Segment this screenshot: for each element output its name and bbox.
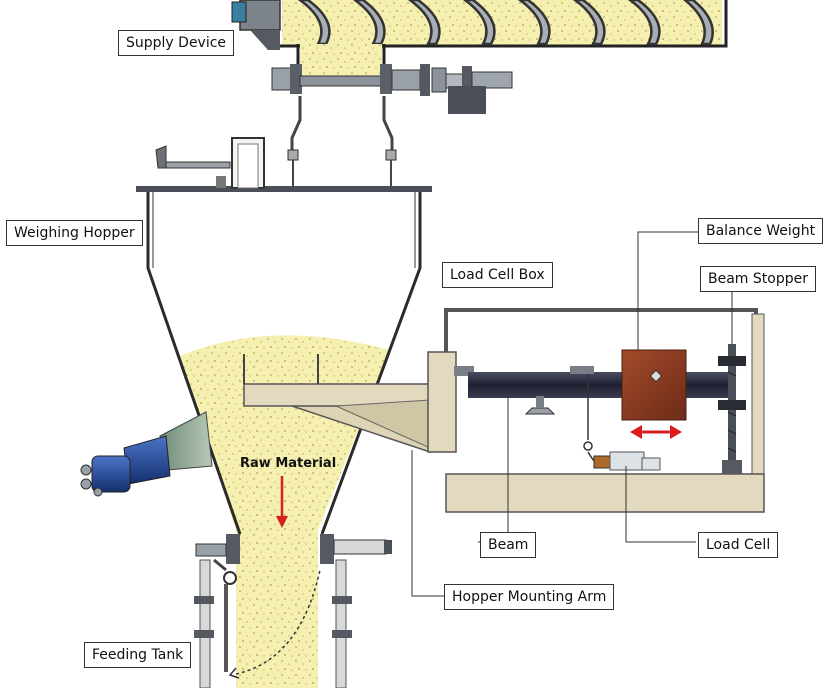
beam-label: Beam [480,532,537,558]
supply-device [231,0,728,190]
balance-weight-label: Balance Weight [698,218,824,244]
weighing-hopper-label: Weighing Hopper [6,220,143,246]
load-cell-box-label: Load Cell Box [442,262,553,288]
load-cell-box [444,308,765,513]
feeding-tank [194,559,352,689]
hopper-mounting-arm-label: Hopper Mounting Arm [444,584,615,610]
beam-stopper-label: Beam Stopper [700,266,816,292]
weighing-hopper [80,137,457,688]
raw-material-label: Raw Material [240,456,337,471]
load-cell-label: Load Cell [698,532,779,558]
flow-arrow [276,476,288,528]
supply-device-label: Supply Device [118,30,235,56]
feeding-tank-label: Feeding Tank [84,642,192,668]
